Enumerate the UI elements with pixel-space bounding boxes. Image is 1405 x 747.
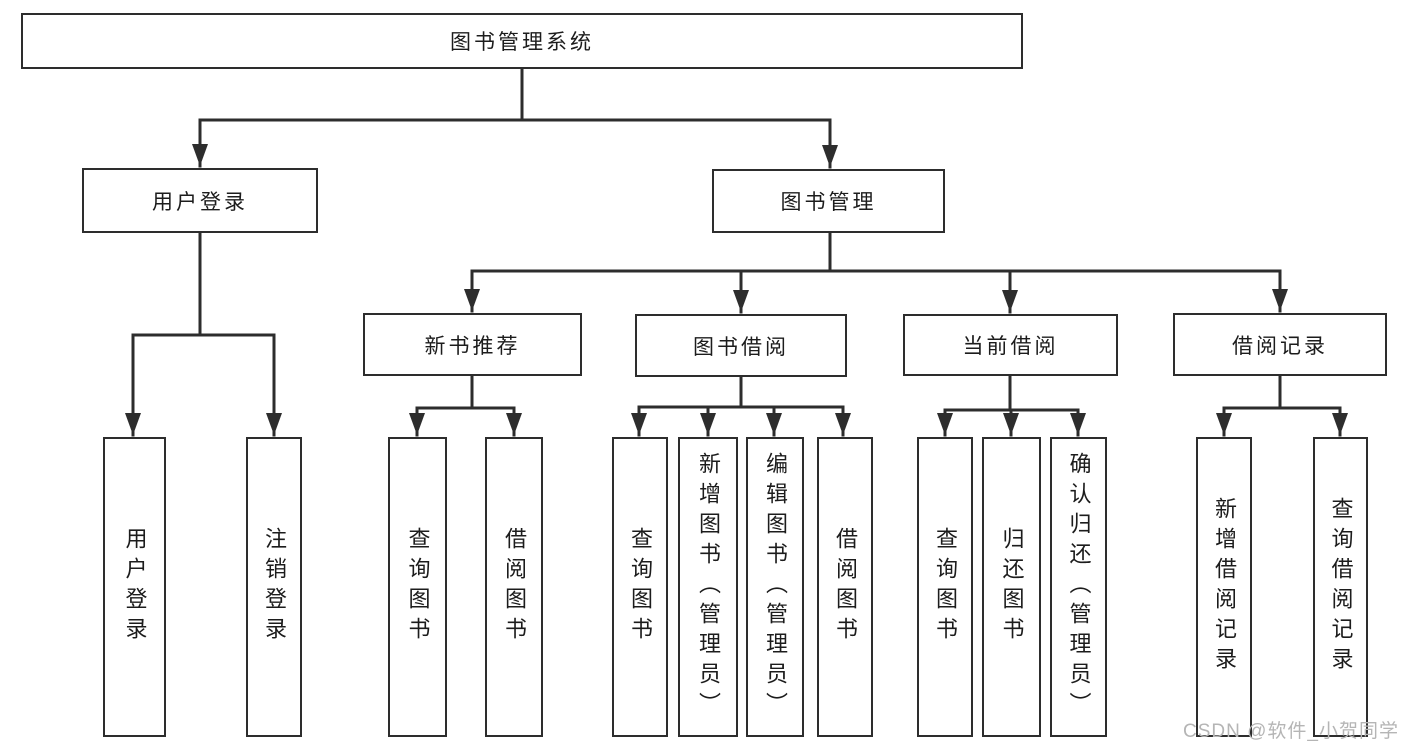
node-leaf-logout-label: 注销登录	[262, 527, 287, 647]
node-cb-confirm-return-admin: 确认归还（管理员）	[1050, 437, 1107, 737]
node-bb-add-books-admin-label: 新增图书（管理员）	[696, 452, 721, 722]
node-library-system-label: 图书管理系统	[450, 31, 594, 54]
node-br-add-record: 新增借阅记录	[1196, 437, 1252, 737]
node-user-login-label: 用户登录	[152, 190, 248, 214]
node-current-borrow: 当前借阅	[903, 314, 1118, 376]
node-nb-query-books-label: 查询图书	[405, 527, 431, 647]
node-borrow-records: 借阅记录	[1173, 313, 1387, 376]
node-nb-borrow-books: 借阅图书	[485, 437, 543, 737]
node-br-add-record-label: 新增借阅记录	[1212, 497, 1237, 677]
node-book-management-label: 图书管理	[780, 191, 877, 214]
node-br-query-record: 查询借阅记录	[1313, 437, 1368, 737]
node-nb-query-books: 查询图书	[388, 437, 447, 737]
csdn-watermark: CSDN @软件_小贺同学	[1183, 721, 1399, 742]
node-cb-confirm-return-admin-label: 确认归还（管理员）	[1066, 452, 1092, 722]
node-new-book-recommend: 新书推荐	[363, 313, 582, 376]
node-new-book-recommend-label: 新书推荐	[424, 334, 521, 358]
node-bb-edit-books-admin-label: 编辑图书（管理员）	[763, 452, 788, 722]
node-library-system: 图书管理系统	[21, 13, 1023, 69]
node-cb-return-books-label: 归还图书	[999, 527, 1025, 647]
node-bb-query-books-label: 查询图书	[628, 527, 653, 647]
node-leaf-user-login: 用户登录	[103, 437, 166, 737]
node-book-management: 图书管理	[712, 169, 945, 233]
node-borrow-records-label: 借阅记录	[1232, 334, 1328, 358]
node-nb-borrow-books-label: 借阅图书	[502, 527, 527, 647]
node-book-borrow-label: 图书借阅	[693, 335, 789, 359]
node-cb-query-books: 查询图书	[917, 437, 973, 737]
node-cb-query-books-label: 查询图书	[933, 527, 958, 647]
node-leaf-logout: 注销登录	[246, 437, 302, 737]
node-br-query-record-label: 查询借阅记录	[1328, 497, 1354, 677]
node-user-login: 用户登录	[82, 168, 318, 233]
node-bb-add-books-admin: 新增图书（管理员）	[678, 437, 738, 737]
node-bb-edit-books-admin: 编辑图书（管理员）	[746, 437, 804, 737]
node-bb-query-books: 查询图书	[612, 437, 668, 737]
node-current-borrow-label: 当前借阅	[962, 335, 1059, 358]
node-book-borrow: 图书借阅	[635, 314, 847, 377]
node-bb-borrow-books: 借阅图书	[817, 437, 873, 737]
node-cb-return-books: 归还图书	[982, 437, 1041, 737]
node-bb-borrow-books-label: 借阅图书	[833, 527, 858, 647]
node-leaf-user-login-label: 用户登录	[122, 527, 148, 647]
